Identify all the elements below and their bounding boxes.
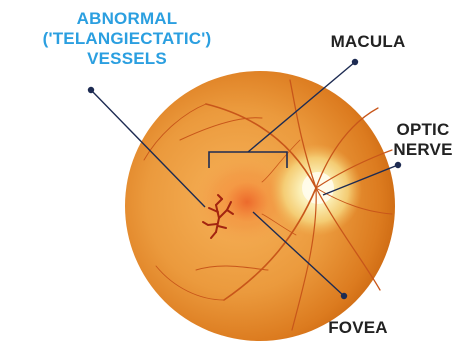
dot-optic [395, 162, 401, 168]
optic-nerve-label: OPTIC NERVE [388, 120, 458, 160]
dot-macula [352, 59, 358, 65]
abnormal-label-line2: ('TELANGIECTATIC') [22, 29, 232, 49]
dot-abnormal [88, 87, 94, 93]
optic-label-line2: NERVE [388, 140, 458, 160]
abnormal-vessels-label: ABNORMAL ('TELANGIECTATIC') VESSELS [22, 9, 232, 69]
optic-label-line1: OPTIC [388, 120, 458, 140]
macula-label-text: MACULA [318, 32, 418, 52]
macula-label: MACULA [318, 32, 418, 52]
abnormal-label-line3: VESSELS [22, 49, 232, 69]
abnormal-label-line1: ABNORMAL [22, 9, 232, 29]
dot-fovea [341, 293, 347, 299]
fovea-label: FOVEA [318, 318, 398, 338]
fovea-label-text: FOVEA [318, 318, 398, 338]
optic-nerve-disc [302, 172, 334, 204]
